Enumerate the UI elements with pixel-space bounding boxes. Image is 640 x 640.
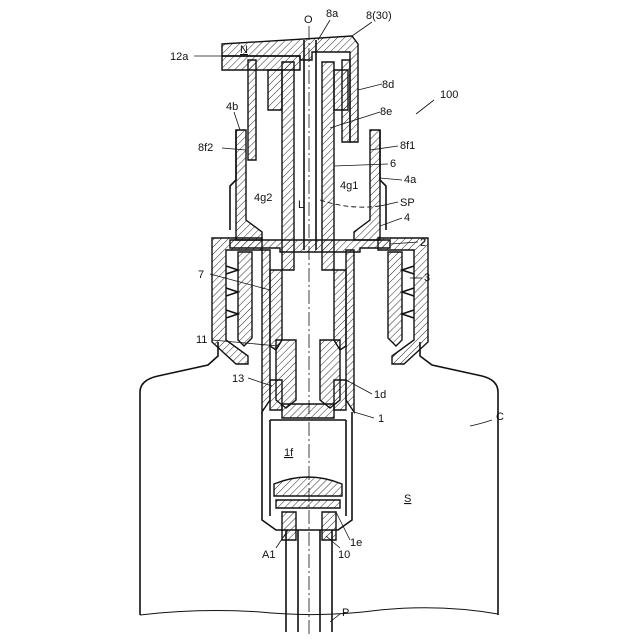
bottle-neck-right bbox=[388, 252, 402, 346]
label-2: 2 bbox=[420, 237, 426, 249]
stem-8e bbox=[304, 40, 316, 250]
label-13: 13 bbox=[232, 373, 244, 385]
label-P: P bbox=[342, 607, 349, 619]
label-10: 10 bbox=[338, 549, 350, 561]
stem-6-right bbox=[322, 62, 334, 270]
cylinder-lower bbox=[262, 412, 352, 530]
label-8f2: 8f2 bbox=[198, 142, 213, 154]
label-3: 3 bbox=[424, 272, 430, 284]
label-4g2: 4g2 bbox=[254, 192, 272, 204]
label-8f1: 8f1 bbox=[400, 140, 415, 152]
label-11: 11 bbox=[196, 334, 207, 346]
leader-4a bbox=[380, 178, 402, 180]
leader-C bbox=[470, 420, 492, 426]
label-1f: 1f bbox=[284, 447, 294, 459]
leader-1 bbox=[354, 412, 374, 418]
label-S: S bbox=[404, 493, 411, 505]
check-valve bbox=[274, 477, 342, 496]
label-A1: A1 bbox=[262, 549, 275, 561]
label-N: N bbox=[240, 44, 248, 56]
label-8-30: 8(30) bbox=[366, 10, 392, 22]
cylinder-1-right bbox=[346, 250, 354, 412]
piston-7 bbox=[270, 270, 282, 350]
leader-100 bbox=[416, 100, 434, 114]
head-inner-skirt bbox=[248, 60, 256, 160]
label-C: C bbox=[496, 411, 504, 423]
cap-3 bbox=[212, 238, 262, 364]
label-1: 1 bbox=[378, 413, 384, 425]
stem-6 bbox=[282, 62, 294, 270]
label-4a: 4a bbox=[404, 174, 417, 186]
cylinder-1 bbox=[262, 250, 270, 412]
label-6: 6 bbox=[390, 158, 396, 170]
label-8e: 8e bbox=[380, 106, 392, 118]
label-1d: 1d bbox=[374, 389, 386, 401]
label-8d: 8d bbox=[382, 79, 394, 91]
label-O: O bbox=[304, 14, 313, 26]
threads-right bbox=[402, 266, 414, 318]
valve-body bbox=[282, 404, 334, 418]
label-4b: 4b bbox=[226, 101, 238, 113]
label-100: 100 bbox=[440, 89, 458, 101]
label-1e: 1e bbox=[350, 537, 362, 549]
leader-8d bbox=[358, 84, 382, 90]
leader-4 bbox=[380, 218, 402, 226]
piston-7-right bbox=[334, 270, 346, 350]
check-valve-seat bbox=[276, 500, 340, 508]
label-8a: 8a bbox=[326, 8, 339, 20]
cap-3-right bbox=[378, 238, 428, 364]
label-L: L bbox=[298, 199, 304, 211]
stem-collar bbox=[268, 70, 348, 110]
bottle-neck-left bbox=[238, 252, 252, 346]
threads-left bbox=[226, 266, 238, 318]
leader-8-30 bbox=[352, 22, 372, 36]
container-bottom-break bbox=[140, 608, 498, 615]
leader-4b bbox=[234, 112, 240, 130]
label-4: 4 bbox=[404, 212, 410, 224]
label-SP: SP bbox=[400, 197, 415, 209]
leader-1e bbox=[336, 512, 350, 540]
label-7: 7 bbox=[198, 269, 204, 281]
label-12a: 12a bbox=[170, 51, 189, 63]
label-4g1: 4g1 bbox=[340, 180, 358, 192]
leader-SP bbox=[380, 202, 398, 206]
